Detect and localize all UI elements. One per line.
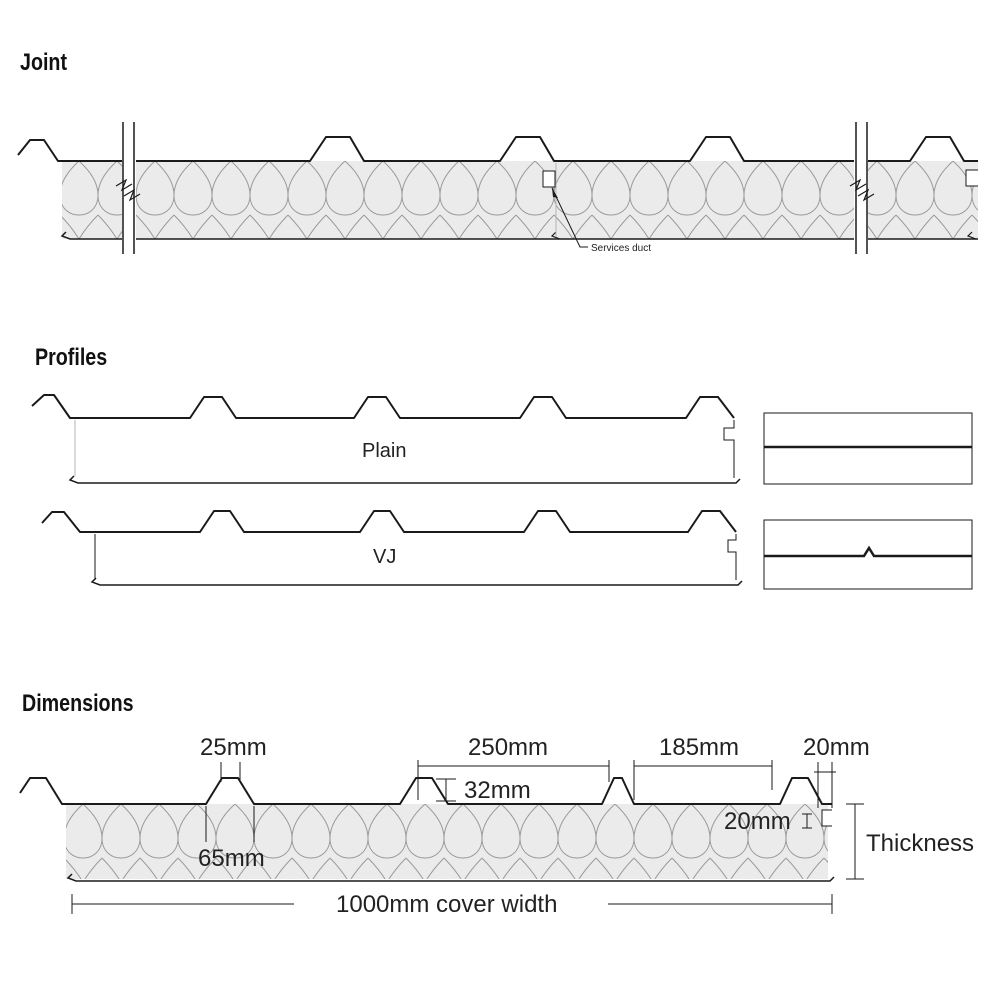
vj-face-detail — [763, 519, 973, 590]
vj-bottom-sheet — [90, 577, 743, 586]
dim-bottom-sheet — [66, 873, 835, 882]
profiles-heading: Profiles — [35, 344, 108, 371]
vj-face-line — [764, 545, 972, 558]
joint-section: Services duct — [17, 122, 978, 255]
joint-bottom-sheet — [60, 231, 978, 240]
joint-core-left-cells — [62, 161, 128, 239]
plain-top-sheet — [31, 394, 735, 419]
profile-plain: Plain — [31, 394, 973, 485]
joint-bottom-hook-right — [966, 231, 977, 240]
rib-height-label: 32mm — [464, 777, 531, 804]
dim-core-cells — [66, 804, 828, 879]
joint-depth-label: 20mm — [724, 808, 791, 835]
services-duct-arrow — [552, 188, 558, 198]
plain-bottom-sheet — [68, 475, 741, 484]
break-left — [115, 122, 141, 255]
services-duct-label: Services duct — [591, 243, 651, 254]
services-duct-leader — [551, 187, 588, 248]
joint-top-sheet — [17, 136, 978, 162]
dimensions-section: 25mm 65mm 250mm 32mm 185mm 20mm 20mm — [19, 734, 974, 918]
plain-right-edge — [723, 420, 735, 478]
break-right — [849, 122, 875, 255]
joint-core-main-cells — [134, 161, 860, 239]
dim-top-sheet — [19, 777, 832, 805]
joint-bottom-hook-mid — [550, 231, 561, 240]
thickness-label: Thickness — [866, 830, 974, 857]
lap-width-label: 20mm — [803, 734, 870, 761]
vj-right-edge — [727, 534, 737, 580]
dimensions-heading: Dimensions — [22, 690, 134, 717]
joint-tongue — [965, 169, 978, 187]
vj-label: VJ — [373, 546, 396, 568]
plain-label: Plain — [362, 440, 406, 462]
dim-tongue — [821, 809, 832, 827]
rib-pitch-label: 250mm — [468, 734, 548, 761]
services-duct — [542, 170, 556, 188]
profile-vj: VJ — [41, 510, 973, 590]
rib-top-label: 25mm — [200, 734, 267, 761]
vj-top-sheet — [41, 510, 737, 533]
joint-heading: Joint — [20, 49, 68, 76]
rib-base-label: 65mm — [198, 845, 265, 872]
joint-core-right-cells — [866, 161, 978, 239]
pan-width-label: 185mm — [659, 734, 739, 761]
plain-face-detail — [763, 412, 973, 485]
cover-width-label: 1000mm cover width — [336, 891, 557, 918]
